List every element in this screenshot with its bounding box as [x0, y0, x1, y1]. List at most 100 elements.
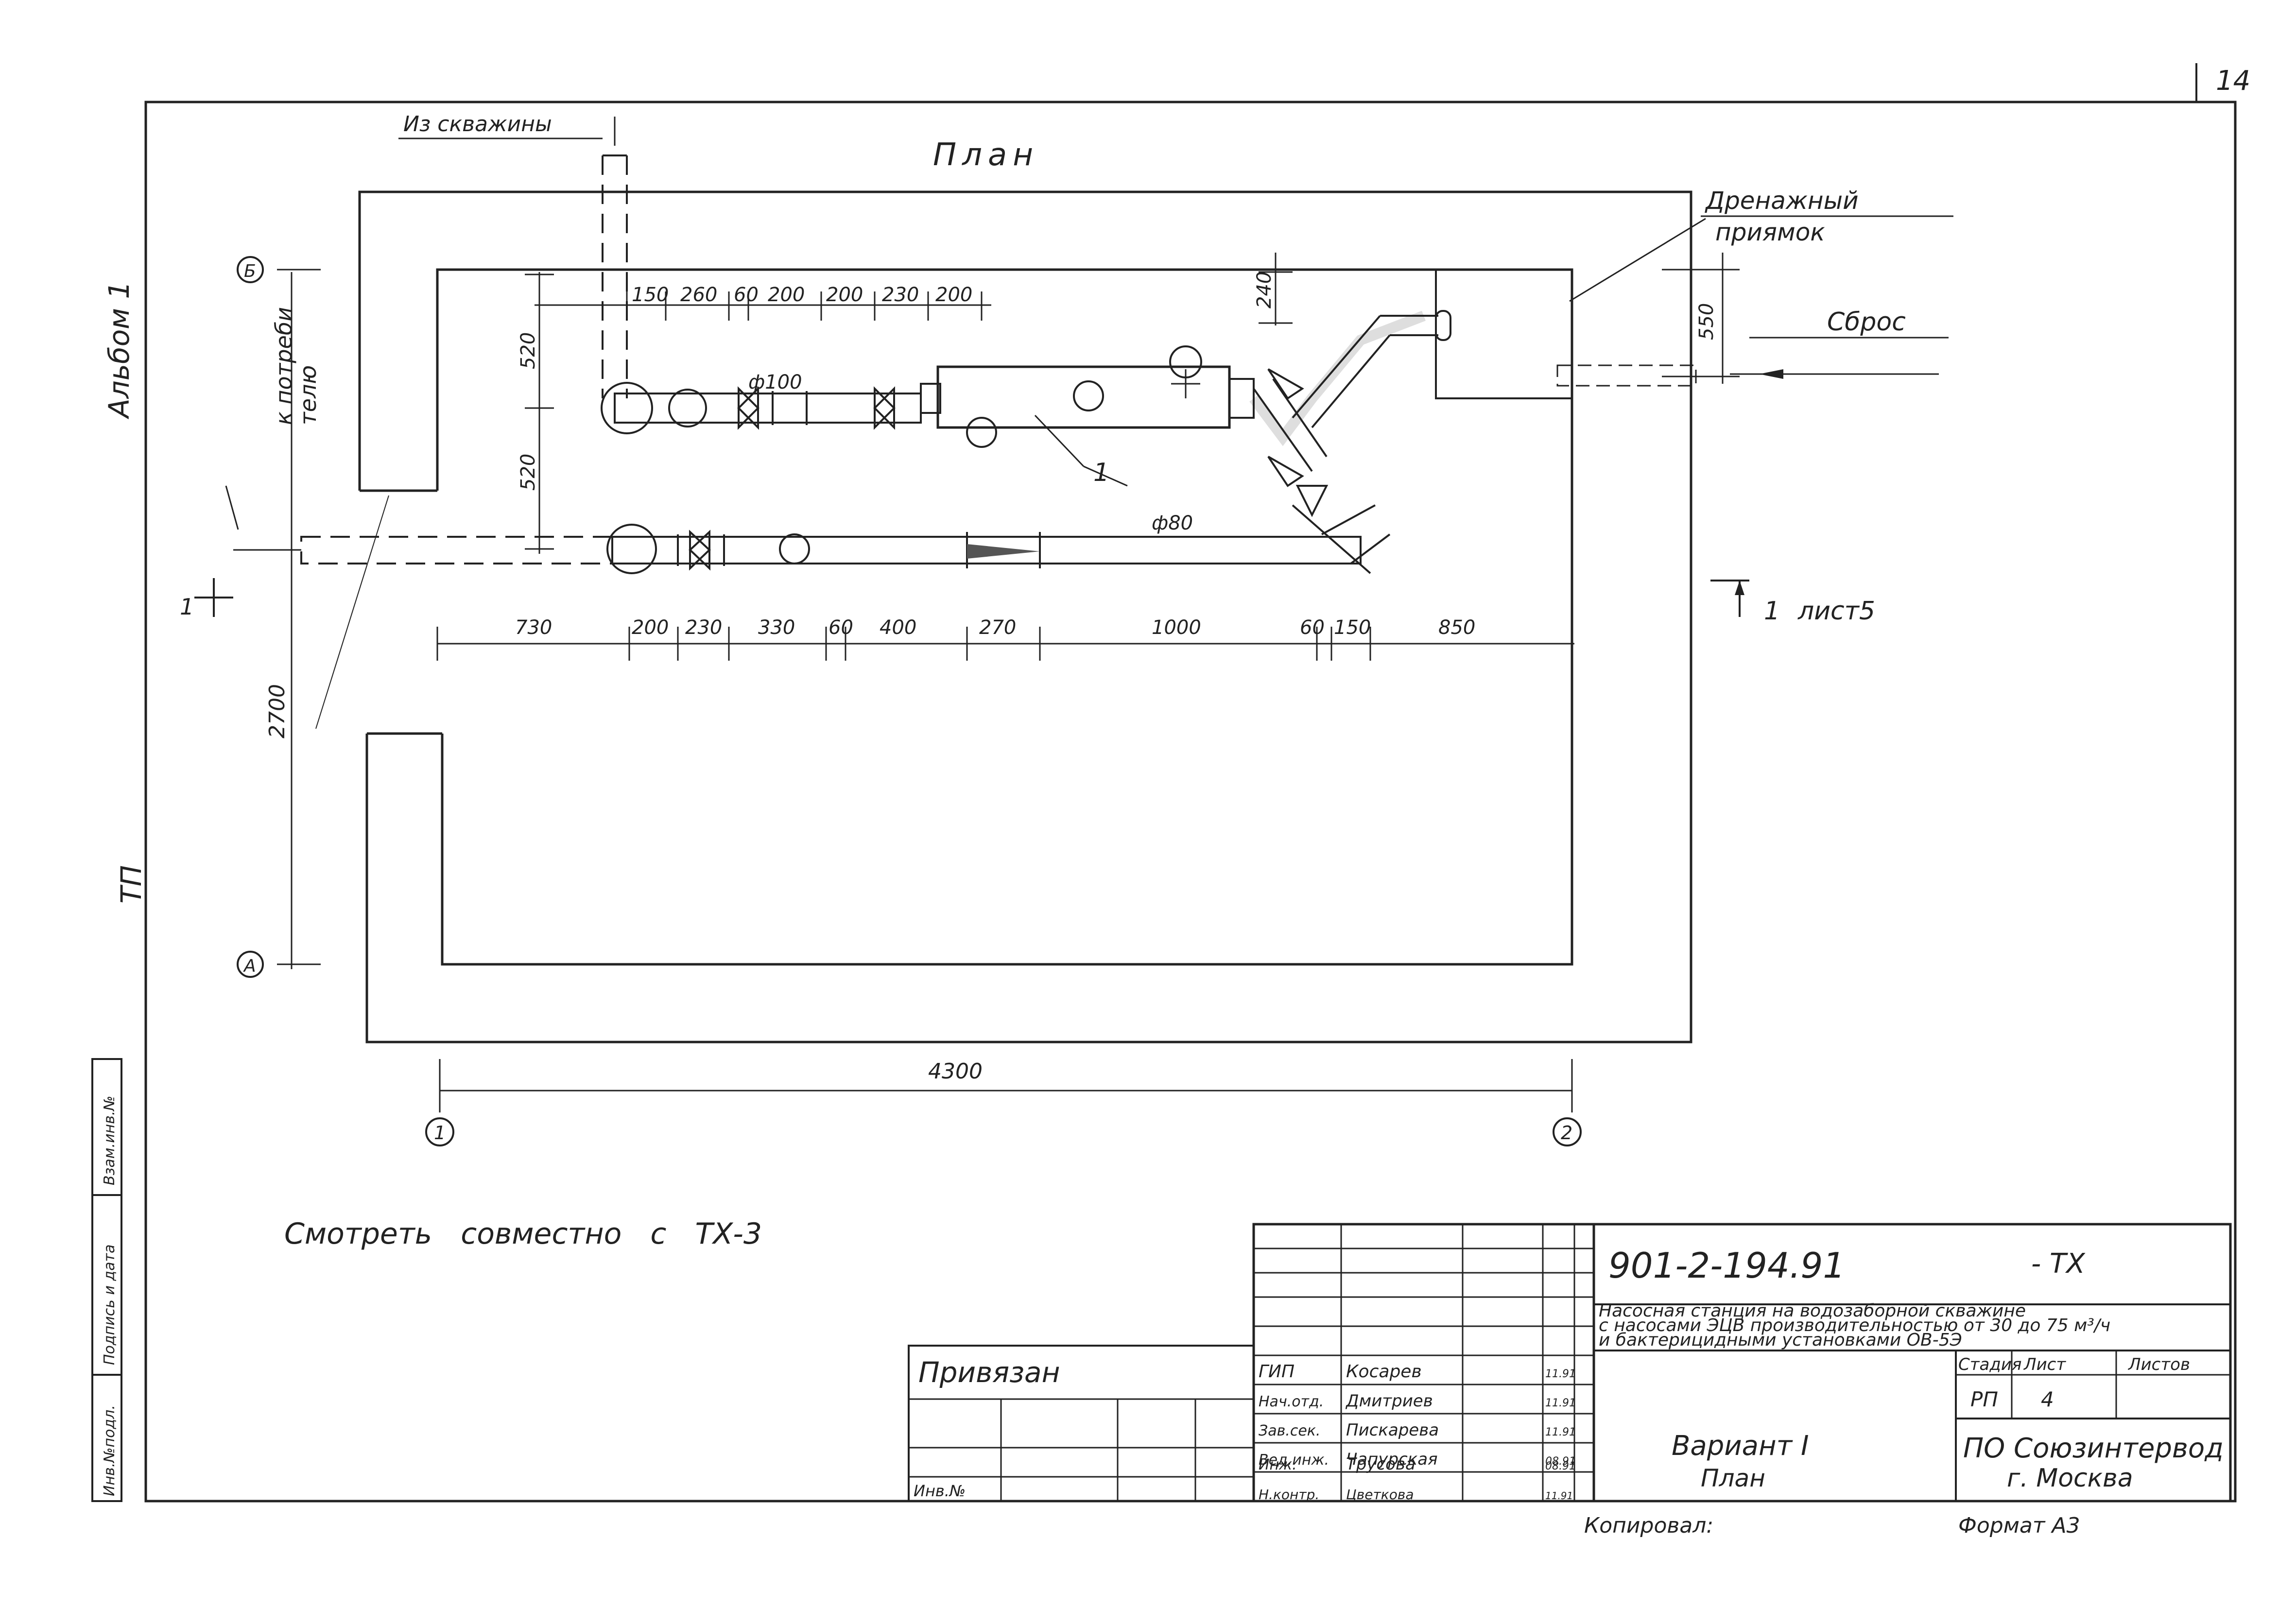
date-norm-control: 11.91 [1545, 1490, 1573, 1502]
building-walls [358, 190, 1692, 1043]
dim-top-200c: 200 [935, 284, 972, 306]
dim-top-150: 150 [632, 284, 669, 306]
bottom-dimension-chain [436, 627, 1574, 661]
date-head-dept: 11.91 [1545, 1397, 1576, 1409]
axis-a-marker [237, 951, 264, 978]
inv-no-label: Инв.№ [914, 1482, 966, 1500]
stage-value: РП [1970, 1387, 1998, 1411]
well-pipe [398, 117, 628, 398]
dim-left-520-lower: 520 [517, 454, 539, 491]
role-head-sect: Зав.сек. [1259, 1422, 1320, 1439]
signatures-table: ГИП Нач.отд. Зав.сек. Вед.инж. Инж. Н.ко… [1259, 1362, 1576, 1503]
axis-b-label: Б [244, 261, 256, 281]
from-well-label: Из скважины [403, 112, 552, 137]
sheet-value: 4 [2041, 1387, 2054, 1411]
sheet-header: Лист [2023, 1355, 2066, 1374]
variant-line-2: План [1701, 1464, 1765, 1492]
linked-label: Привязан [918, 1356, 1060, 1389]
drain-pit-leader [1569, 218, 1706, 302]
lower-pipeline [233, 504, 1391, 574]
item-1-leader [1034, 414, 1085, 467]
description-line-1: Насосная станция на водозаборной скважин… [1599, 1301, 2026, 1321]
dim-bottom-400: 400 [880, 616, 916, 639]
sheet-number: 14 [2216, 65, 2250, 97]
axis-a-label: А [243, 956, 256, 976]
date-lead-eng: 08.91 [1545, 1455, 1576, 1468]
name-head-sect: Пискарева [1346, 1420, 1439, 1440]
album-label: Альбом 1 [103, 281, 136, 420]
dim-bottom-270: 270 [979, 616, 1016, 639]
doc-suffix: - ТХ [2031, 1248, 2086, 1280]
lower-meter-icon [779, 533, 810, 564]
discharge-pipe [1556, 337, 1949, 387]
section-mark-left [194, 578, 233, 617]
dim-bottom-60a: 60 [829, 616, 853, 639]
role-gip: ГИП [1259, 1362, 1295, 1382]
dim-top-230: 230 [882, 284, 919, 306]
axis-2-marker [1553, 1117, 1582, 1146]
org-line-2: г. Москва [2007, 1464, 2133, 1493]
axis-1-label: 1 [434, 1122, 446, 1144]
diameter-80-label: ф80 [1152, 512, 1193, 534]
strip-sign-label: Подпись и дата [101, 1245, 118, 1366]
name-lead-eng: Чапурская [1346, 1450, 1438, 1469]
section-mark-right [1710, 580, 1749, 617]
copied-label: Копировал: [1584, 1513, 1713, 1538]
tp-label: ТП [115, 865, 148, 904]
dim-left-520-upper: 520 [517, 332, 539, 369]
role-head-dept: Нач.отд. [1259, 1393, 1324, 1410]
plan-title: План [933, 137, 1039, 173]
dim-top-60: 60 [734, 284, 759, 306]
date-eng: 08.91 [1545, 1460, 1576, 1472]
lower-elbow-icon [606, 524, 657, 574]
stage-header: Стадия [1958, 1355, 2021, 1374]
discharge-label: Сброс [1827, 308, 1906, 337]
drain-pit-label-2: приямок [1715, 218, 1825, 246]
overall-width-dim [439, 1059, 1573, 1112]
top-dimension-chain [535, 291, 991, 321]
name-head-dept: Дмитриев [1345, 1391, 1433, 1411]
upper-elbow-icon [601, 382, 653, 434]
axis-b-marker [237, 256, 264, 283]
role-norm-control: Н.контр. [1259, 1487, 1319, 1503]
doc-code: 901-2-194.91 [1608, 1245, 1845, 1286]
axis-2-label: 2 [1561, 1122, 1572, 1144]
org-line-1: ПО Союзинтервод [1963, 1433, 2224, 1464]
dim-top-200a: 200 [768, 284, 805, 306]
dim-240: 240 [1253, 272, 1276, 308]
variant-line-1: Вариант I [1672, 1430, 1809, 1462]
dim-2700: 2700 [265, 684, 290, 738]
dim-bottom-730: 730 [515, 616, 552, 639]
dim-top-260: 260 [680, 284, 717, 306]
axis-1-marker [425, 1117, 454, 1146]
dim-bottom-1000: 1000 [1152, 616, 1201, 639]
left-dimension-chain [525, 272, 554, 554]
diameter-100-label: ф100 [748, 371, 802, 393]
dim-bottom-230: 230 [685, 616, 722, 639]
name-eng: Трусова [1346, 1454, 1416, 1474]
role-lead-eng: Вед.инж. [1259, 1452, 1329, 1469]
to-consumer-label-2: телю [295, 365, 321, 425]
left-strip: Инв.№подл. Подпись и дата Взам.инв.№ [91, 1058, 122, 1502]
date-head-sect: 11.91 [1545, 1426, 1576, 1438]
dim-bottom-850: 850 [1438, 616, 1475, 639]
section-right-label: 1 [1764, 597, 1780, 626]
dim-550: 550 [1695, 303, 1718, 340]
format-label: Формат А3 [1958, 1513, 2080, 1538]
strip-replace-label: Взам.инв.№ [101, 1095, 118, 1185]
dim-bottom-60b: 60 [1300, 616, 1325, 639]
strip-inv-label: Инв.№подл. [101, 1405, 118, 1496]
item-1-label: 1 [1093, 458, 1109, 487]
see-together-note: Смотреть совместно с ТХ-3 [284, 1217, 762, 1251]
description-line-2: с насосами ЭЦВ производительностью от 30… [1599, 1316, 2110, 1335]
dim-bottom-200: 200 [632, 616, 669, 639]
role-eng: Инж. [1259, 1456, 1297, 1473]
dim-bottom-150: 150 [1334, 616, 1371, 639]
upper-meter-icon [668, 389, 707, 427]
section-right-sheet: лист5 [1797, 597, 1875, 626]
sheets-header: Листов [2127, 1355, 2190, 1374]
drain-pit [1435, 270, 1572, 399]
drawing-frame [144, 101, 2237, 1503]
section-left-label: 1 [180, 594, 194, 620]
upper-pipeline [601, 310, 1451, 574]
